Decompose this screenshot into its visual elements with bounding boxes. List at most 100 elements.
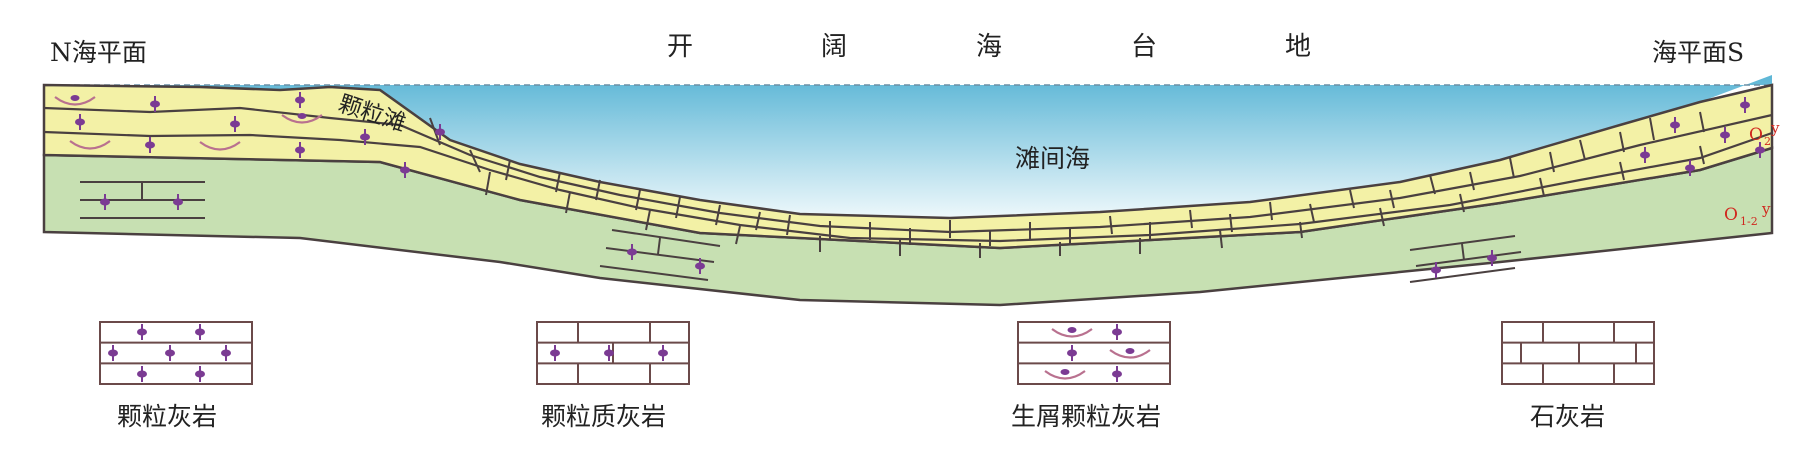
grain-dot xyxy=(108,349,118,357)
bedding-joint xyxy=(1539,177,1545,197)
grain-dot xyxy=(295,146,305,154)
bedding-joint xyxy=(735,225,741,245)
lime-bed xyxy=(1409,267,1516,283)
grain-dot xyxy=(195,328,205,336)
bedding-joint xyxy=(645,209,651,231)
bedding-joint xyxy=(715,204,721,226)
lime-bed xyxy=(605,247,715,263)
shell-dot xyxy=(1067,327,1077,333)
bedding-joint xyxy=(1699,145,1705,165)
shell-dot xyxy=(1125,348,1135,354)
grain-dot xyxy=(145,141,155,149)
bedding-joint xyxy=(1269,201,1273,221)
bedding-joint xyxy=(1389,189,1395,209)
grain-dot xyxy=(695,262,705,270)
shell-dot xyxy=(1060,369,1070,375)
grain-dot xyxy=(1487,254,1497,262)
legend-item: 颗粒灰岩 xyxy=(99,321,253,431)
grain-dot xyxy=(100,198,110,206)
bedding-joint xyxy=(1649,117,1655,141)
platform-title: 开 阔 海 台 地 xyxy=(667,32,1311,62)
bedding-joint xyxy=(1299,221,1303,239)
unit-label-o12y: O 1-2 y xyxy=(1724,200,1771,228)
bedding-joint xyxy=(1509,157,1515,179)
lime-bed xyxy=(611,229,721,247)
grain-dot xyxy=(360,133,370,141)
grain-dot xyxy=(137,370,147,378)
bedding-joint xyxy=(675,196,681,219)
bedding-joint xyxy=(1309,203,1315,223)
grain-dot xyxy=(295,96,305,104)
grain-dot xyxy=(75,118,85,126)
bedding-joint xyxy=(1189,209,1193,229)
legend-label: 颗粒质灰岩 xyxy=(541,402,666,431)
grain-dot xyxy=(435,128,445,136)
shell-dot xyxy=(70,95,80,101)
bedding-joint xyxy=(1699,111,1705,133)
grain-dot xyxy=(1685,164,1695,172)
platform-title-char: 台 xyxy=(1131,32,1157,62)
basement-lithology-symbols xyxy=(80,181,1522,283)
grain-dot xyxy=(165,349,175,357)
bedding-joint xyxy=(1619,131,1625,153)
grain-dot xyxy=(1431,266,1441,274)
lime-bed xyxy=(1409,235,1516,251)
legend-label: 生屑颗粒灰岩 xyxy=(1011,402,1161,431)
left-sea-level-label: N海平面 xyxy=(50,38,147,67)
lime-joint xyxy=(657,237,661,255)
legend-item: 颗粒质灰岩 xyxy=(536,321,690,431)
bedding-joint xyxy=(1619,161,1625,181)
bedding-joint xyxy=(1379,207,1385,227)
bedding-joint xyxy=(565,191,571,214)
grain-dot xyxy=(137,328,147,336)
shell-arc xyxy=(281,114,323,124)
unit-o2y-main: O xyxy=(1749,125,1763,145)
sea-water xyxy=(44,75,1772,218)
grain-dot xyxy=(1720,131,1730,139)
bedding-joint xyxy=(469,149,481,173)
bedding-joint xyxy=(595,179,601,201)
platform-title-char: 海 xyxy=(976,32,1002,62)
platform-title-char: 开 xyxy=(667,32,693,62)
unit-o12y-sub: 1-2 xyxy=(1740,215,1758,228)
bedding-joint xyxy=(1109,215,1113,235)
legend-label: 颗粒灰岩 xyxy=(117,402,217,431)
bedding-joint xyxy=(635,189,641,211)
grain-dot xyxy=(1112,328,1122,336)
inter-shoal-sea-label: 滩间海 xyxy=(1015,144,1090,173)
bedding-joint xyxy=(1579,139,1586,161)
bedding-joint xyxy=(555,171,561,193)
grain-limestone-pattern-icon xyxy=(99,321,253,385)
grain-dot xyxy=(604,349,614,357)
grain-dot xyxy=(1067,349,1077,357)
bedding-joint xyxy=(1229,213,1233,233)
granular-limestone-pattern-icon xyxy=(536,321,690,385)
shell-arc xyxy=(1044,370,1086,380)
grain-dot xyxy=(627,248,637,256)
bedding-joint xyxy=(1219,229,1223,249)
lime-bed xyxy=(1415,251,1522,267)
shoal-grain-symbols xyxy=(54,92,1765,178)
grain-dot xyxy=(1640,151,1650,159)
grain-dot xyxy=(1755,146,1765,154)
grain-dot xyxy=(550,349,560,357)
unit-o12y-letter: y xyxy=(1761,200,1771,218)
unit-o2y-letter: y xyxy=(1770,119,1780,137)
bedding-joint xyxy=(1459,193,1465,213)
shell-arc xyxy=(1051,328,1093,338)
grain-dot xyxy=(658,349,668,357)
legend-item: 生屑颗粒灰岩 xyxy=(1011,321,1171,431)
grain-dot xyxy=(1740,101,1750,109)
bedding-joint xyxy=(429,117,441,146)
unit-o12y-main: O xyxy=(1724,205,1738,225)
lime-joint xyxy=(1461,243,1465,261)
bedding-joint xyxy=(786,214,791,236)
bedding-joint xyxy=(485,171,491,196)
legend: 颗粒灰岩 颗粒质灰岩 生屑颗粒灰岩 石灰岩 xyxy=(99,321,1655,431)
grain-dot xyxy=(1670,121,1680,129)
right-sea-level-label: 海平面S xyxy=(1652,38,1744,67)
shell-arc xyxy=(54,96,96,106)
bedding-joint xyxy=(1349,189,1355,209)
shell-arc xyxy=(69,140,111,150)
